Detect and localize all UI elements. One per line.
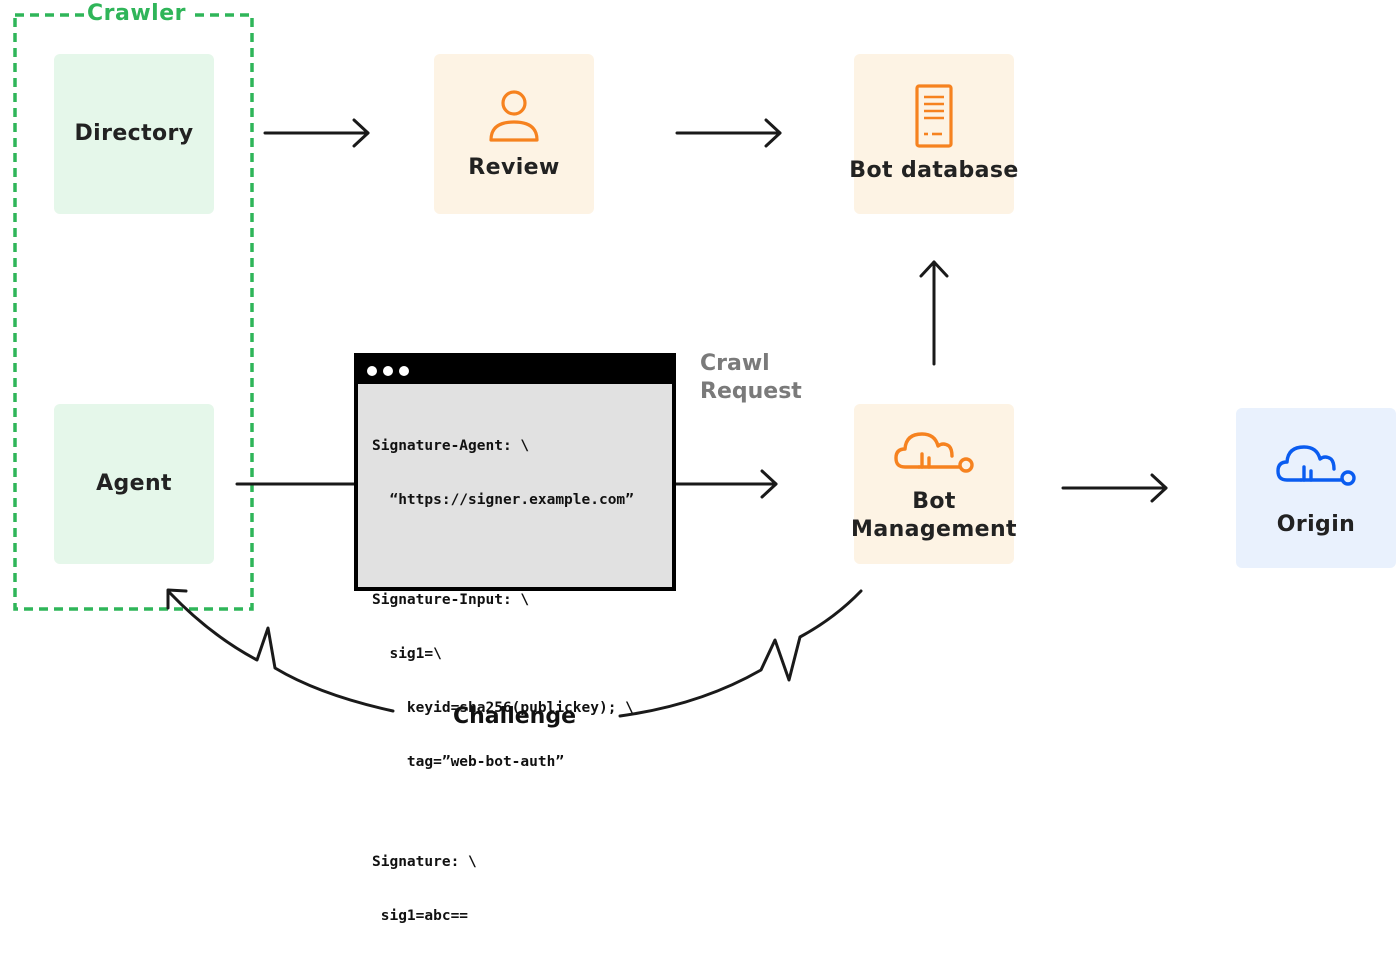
crawler-group-border [13,13,254,611]
review-node: Review [434,54,594,214]
code-line: Signature-Agent: \ [372,438,530,454]
signature-input-header: Signature-Input: \ sig1=\ keyid=sha256(p… [372,555,672,807]
window-dot-icon [367,365,377,376]
cloud-key-icon [1276,445,1356,486]
crawl-request-label-line2: Request [700,379,802,404]
origin-node: Origin [1236,408,1396,568]
arrow-bot-management-to-bot-database [919,260,949,366]
agent-node: Agent [54,404,214,564]
server-icon [915,84,953,148]
window-dot-icon [399,365,409,376]
challenge-arrowhead [166,588,188,610]
bot-database-label: Bot database [849,158,1019,183]
signature-agent-header: Signature-Agent: \ “https://signer.examp… [372,401,672,545]
code-line: keyid=sha256(publickey); \ [372,700,634,716]
code-line: sig1=abc== [372,908,469,924]
crawler-group-label: Crawler [84,0,189,28]
directory-label: Directory [74,121,194,146]
review-label: Review [468,155,560,180]
agent-label: Agent [96,471,172,496]
request-headers: Signature-Agent: \ “https://signer.examp… [358,384,672,961]
code-line: Signature: \ [372,854,477,870]
bot-database-node: Bot database [849,54,1018,214]
person-icon [489,90,539,142]
code-line: “https://signer.example.com” [372,492,634,508]
cloud-key-icon [894,432,974,473]
arrow-directory-to-review [263,118,370,148]
window-dot-icon [383,365,393,376]
bot-management-label-line1: Bot [912,489,956,514]
challenge-label: Challenge [453,704,576,729]
crawl-request-label: Crawl Request [700,350,802,406]
origin-label: Origin [1276,512,1356,537]
diagram-connectors [13,13,1168,718]
arrow-request-to-bot-management [674,469,778,499]
bot-management-label-line2: Management [851,517,1017,542]
crawl-request-label-line1: Crawl [700,351,770,376]
code-line: Signature-Input: \ [372,592,530,608]
challenge-curve-right [618,589,863,718]
arrow-bot-management-to-origin [1061,473,1168,503]
code-line: tag=”web-bot-auth” [372,754,565,770]
signature-header: Signature: \ sig1=abc== [372,817,672,961]
arrow-review-to-bot-database [675,118,782,148]
request-window-titlebar [358,357,672,384]
directory-node: Directory [54,54,214,214]
request-window: Signature-Agent: \ “https://signer.examp… [354,353,676,924]
challenge-curve-left [167,590,395,713]
bot-management-node: Bot Management [851,404,1017,564]
code-line: sig1=\ [372,646,442,662]
